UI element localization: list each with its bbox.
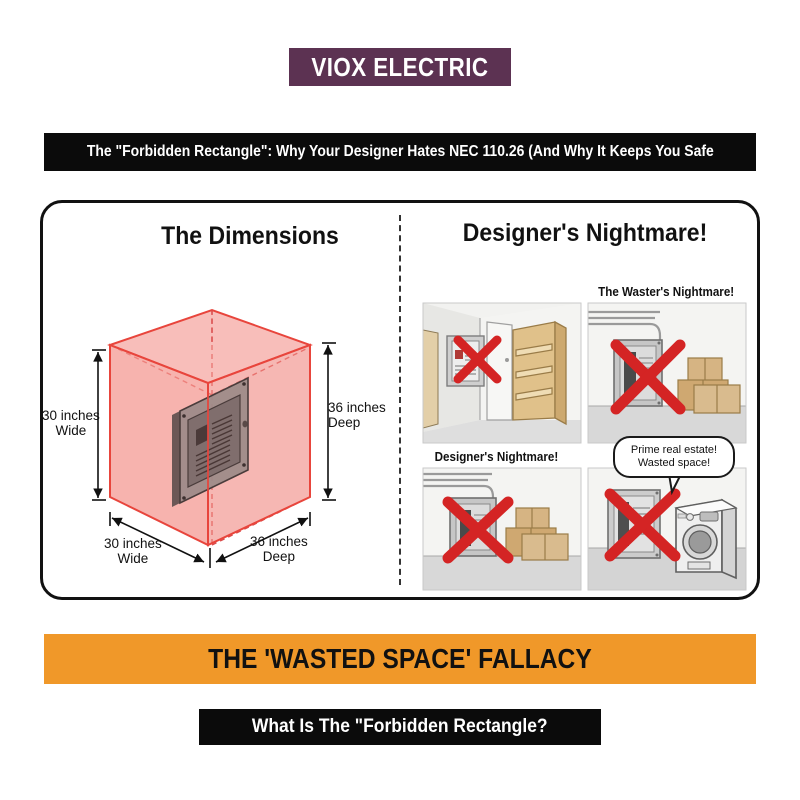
dimension-bottom-left-unit: Wide bbox=[117, 551, 149, 567]
speech-bubble-line-2: Wasted space! bbox=[637, 457, 711, 469]
dimension-left-unit: Wide bbox=[55, 423, 87, 439]
dimension-right-unit: Deep bbox=[328, 415, 361, 431]
dimension-bottom-right-value: 36 inches bbox=[250, 534, 308, 549]
quadrant-caption-top-right: The Waster's Nightmare! bbox=[598, 285, 735, 299]
brand-title: VIOX ELECTRIC bbox=[311, 51, 489, 82]
dimension-right-value: 36 inches bbox=[328, 400, 386, 415]
dimension-left-value: 30 inches bbox=[42, 408, 100, 423]
dimension-label-bottom-right: 36 inches Deep bbox=[250, 534, 308, 564]
article-subtitle-bar: The "Forbidden Rectangle": Why Your Desi… bbox=[44, 133, 756, 171]
dimension-label-bottom-left: 30 inches Wide bbox=[104, 536, 162, 566]
fallacy-banner: THE 'WASTED SPACE' FALLACY bbox=[44, 634, 756, 684]
left-panel-title: The Dimensions bbox=[161, 222, 339, 250]
dimension-label-left: 30 inches Wide bbox=[42, 408, 100, 438]
dimension-bottom-left-value: 30 inches bbox=[104, 536, 162, 551]
footer-question-text: What Is The "Forbidden Rectangle? bbox=[252, 716, 548, 737]
fallacy-banner-text: THE 'WASTED SPACE' FALLACY bbox=[208, 643, 592, 674]
right-panel-title: Designer's Nightmare! bbox=[462, 219, 708, 247]
brand-banner: VIOX ELECTRIC bbox=[289, 48, 511, 86]
panel-divider bbox=[399, 215, 401, 585]
article-subtitle-text: The "Forbidden Rectangle": Why Your Desi… bbox=[86, 143, 714, 160]
speech-bubble: Prime real estate! Wasted space! bbox=[613, 436, 735, 478]
dimension-label-right: 36 inches Deep bbox=[328, 400, 386, 430]
dimension-bottom-right-unit: Deep bbox=[262, 549, 296, 565]
footer-question-bar: What Is The "Forbidden Rectangle? bbox=[199, 709, 601, 745]
quadrant-caption-bottom-left: Designer's Nightmare! bbox=[434, 450, 559, 464]
speech-bubble-line-1: Prime real estate! bbox=[630, 444, 718, 457]
